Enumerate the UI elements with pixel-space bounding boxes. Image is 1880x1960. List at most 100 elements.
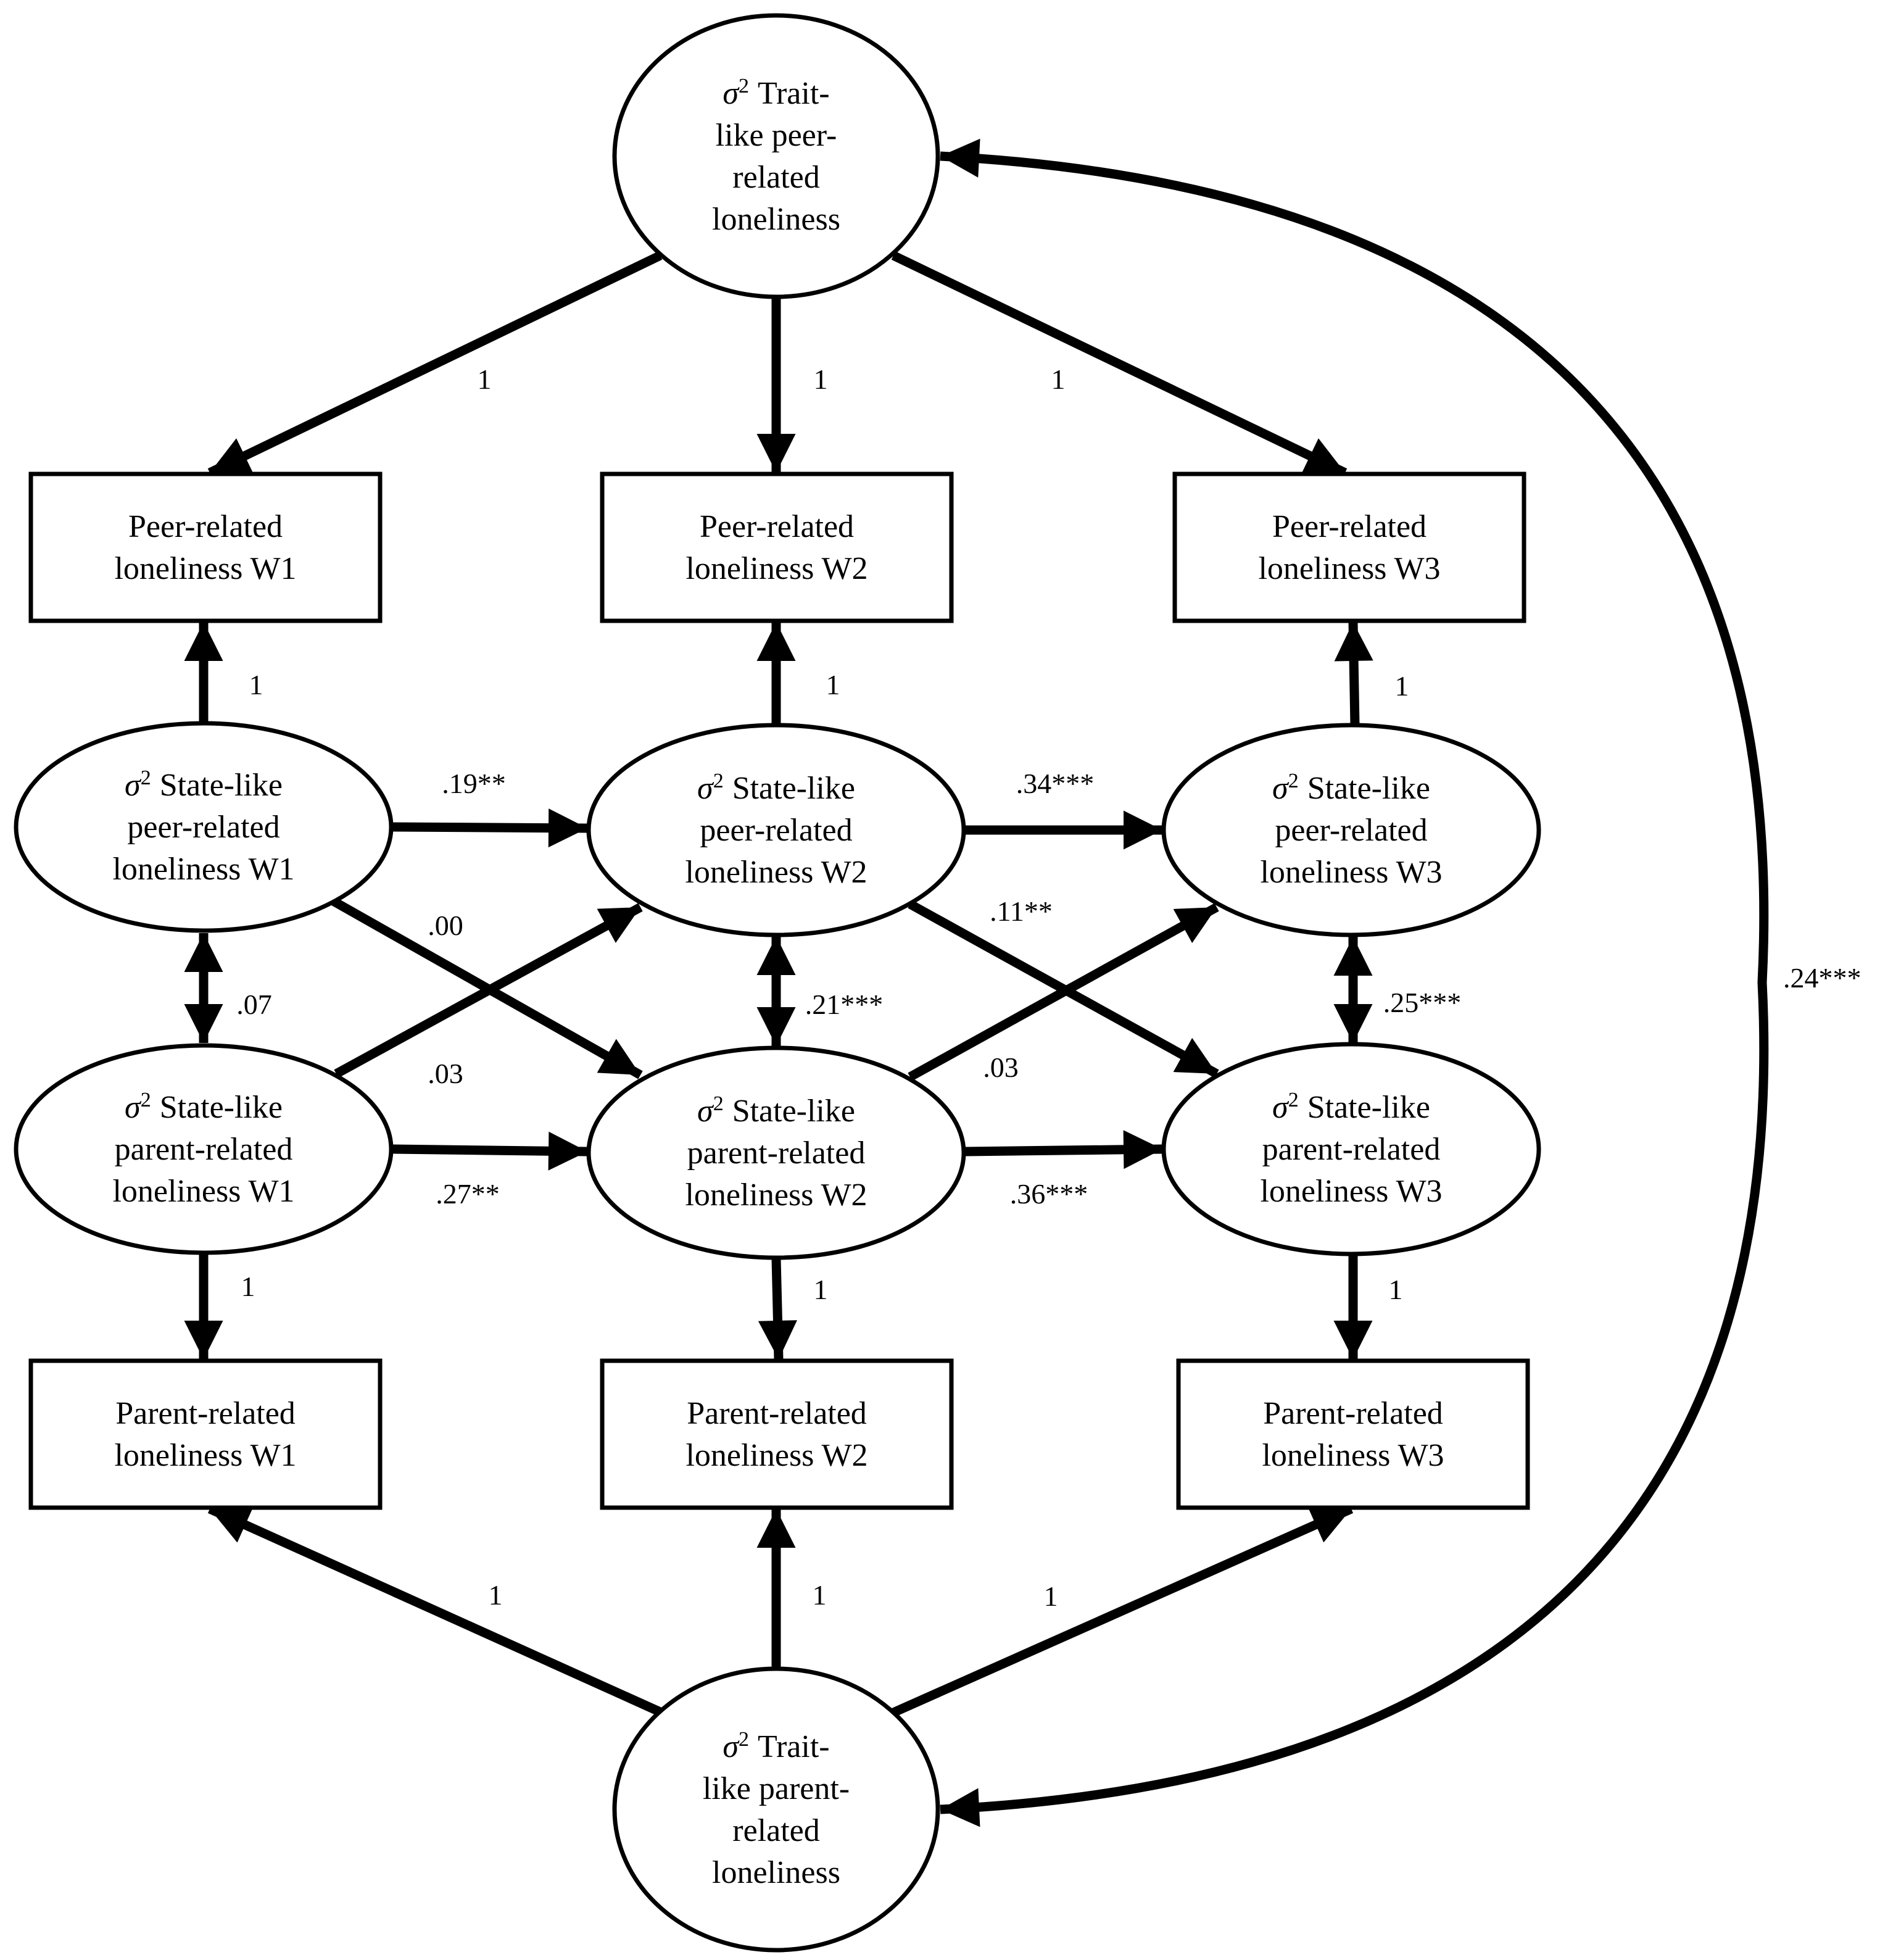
observed-variable-box [1172,471,1526,623]
node-label-text: State-like [1307,1090,1430,1125]
node-label-text: Peer-related [1272,509,1427,544]
node-label-text: Peer-related [700,509,854,544]
node-label-text: State-like [160,768,283,803]
node-label-line: loneliness [712,1855,840,1890]
node-label-text: parent-related [1262,1132,1441,1167]
coefficient-label-peer-w2-to-parent-w3: .11** [990,895,1053,927]
path-state-peer-w3-to-obs-arrow [1334,621,1373,726]
node-label-line: loneliness [712,202,840,237]
node-label-text: Parent-related [687,1396,867,1431]
coefficient-label-state-peer-w2-to-obs: 1 [826,669,840,700]
latent-variable-ellipse [586,1045,966,1260]
observed-variable-box [600,471,954,623]
node-label-text: State-like [160,1090,283,1125]
node-label-text: loneliness W2 [685,1177,867,1213]
node-label-text: Trait- [758,1729,830,1764]
node-label-line: loneliness W1 [112,1174,294,1209]
node-label-line: parent-related [1262,1132,1441,1167]
coefficient-label-parent-w2-to-peer-w3: .03 [983,1052,1019,1083]
node-label-text: loneliness W3 [1258,551,1440,586]
node-label-line: Parent-related [1263,1396,1443,1431]
sigma-exponent: 2 [713,770,724,792]
path-trait-parent-to-w3-arrow [891,1505,1354,1717]
node-label-line: parent-related [687,1136,866,1171]
coefficient-label-trait-parent-to-w1: 1 [489,1579,503,1611]
coefficient-label-trait-parent-to-w3: 1 [1044,1580,1058,1612]
node-label-line: loneliness W2 [685,551,868,586]
node-label-text: loneliness W1 [112,852,294,887]
node-label-line: loneliness W3 [1262,1438,1444,1473]
node-label-text: like peer- [716,118,837,153]
coefficient-label-state-peer-w3-to-obs: 1 [1395,670,1409,702]
node-label-text: like parent- [703,1771,850,1806]
coefficient-label-peer-w2-to-peer-w3: .34*** [1016,768,1095,799]
sigma-symbol: σ [723,76,740,111]
node-label-line: Peer-related [700,509,854,544]
sigma-exponent: 2 [713,1092,724,1115]
path-trait-peer-to-w3-arrow [891,251,1348,477]
node-label-text: parent-related [687,1136,866,1171]
sigma-symbol: σ [697,1094,714,1129]
coefficient-label-cov-w2: .21*** [805,989,884,1020]
node-label-line: Parent-related [115,1396,296,1431]
node-label-text: parent-related [115,1132,293,1167]
node-obs-parent-w3: Parent-related loneliness W3 [1176,1358,1530,1510]
coefficient-label-parent-w1-to-parent-w2: .27** [436,1178,500,1210]
path-parent-w1-to-peer-w2-arrow [334,903,643,1078]
path-peer-w1-to-peer-w2-arrow [392,808,588,848]
sigma-exponent: 2 [1288,1089,1299,1111]
node-label-line: loneliness W3 [1258,551,1440,586]
path-trait-parent-to-w1-arrow [207,1505,664,1717]
coefficient-label-parent-w2-to-parent-w3: .36*** [1010,1178,1088,1210]
node-label-line: peer-related [1275,813,1427,848]
node-label-line: loneliness W2 [685,1438,868,1473]
coefficient-label-trait-peer-to-w1: 1 [478,363,492,395]
node-label-text: peer-related [700,813,852,848]
coefficient-label-trait-peer-to-w2: 1 [814,363,828,395]
sigma-symbol: σ [1272,771,1290,806]
node-label-text: related [732,1813,819,1848]
node-label-line: parent-related [115,1132,293,1167]
node-label-line: related [732,1813,819,1848]
sigma-exponent: 2 [141,766,151,789]
latent-variable-ellipse [1161,1042,1541,1256]
sigma-symbol: σ [125,1090,142,1125]
latent-variable-ellipse [14,1043,394,1255]
node-label-text: State-like [732,1094,855,1129]
coefficient-label-state-peer-w1-to-obs: 1 [249,669,263,700]
sigma-symbol: σ [697,771,714,806]
node-label-line: loneliness W3 [1260,855,1442,890]
node-label-line: peer-related [127,810,280,845]
latent-variable-ellipse [1161,723,1541,937]
latent-variable-ellipse [586,723,966,937]
node-label-line: loneliness W1 [112,852,294,887]
node-state-parent-w2: σ2 State-like parent-related loneliness W2 [586,1045,966,1260]
node-obs-parent-w1: Parent-related loneliness W1 [28,1358,383,1510]
node-label-line: related [732,160,819,195]
node-label-line: loneliness W1 [114,1438,296,1473]
node-label-text: Parent-related [1263,1396,1443,1431]
node-label-text: peer-related [127,810,280,845]
coefficient-label-peer-w1-to-parent-w2: .00 [428,910,463,941]
coefficient-label-cov-w1: .07 [236,989,272,1020]
node-label-line: Peer-related [1272,509,1427,544]
observed-variable-box [28,471,383,623]
node-label-text: loneliness W2 [685,855,867,890]
node-label-text: Parent-related [115,1396,296,1431]
observed-variable-box [1176,1358,1530,1510]
paths-layer [184,138,1769,1827]
node-label-line: loneliness W2 [685,1177,867,1213]
path-trait-covariance-covariance-arrow [940,138,1769,1827]
coefficient-label-parent-w1-to-peer-w2: .03 [428,1058,463,1089]
